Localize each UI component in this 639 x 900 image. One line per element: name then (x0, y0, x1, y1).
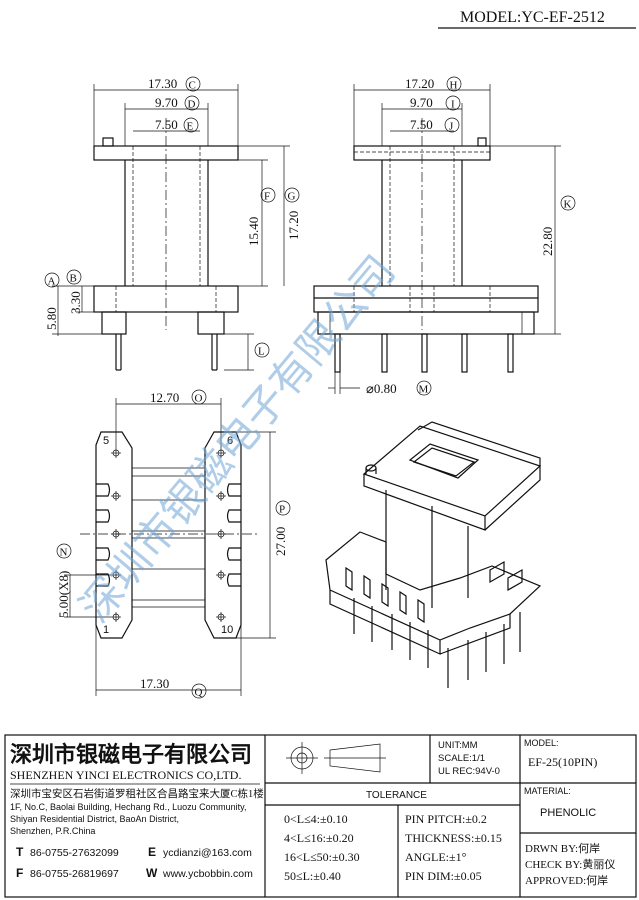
dim-k-value: 22.80 (540, 227, 555, 256)
pin-holes (111, 448, 226, 622)
angle-tolerance: ANGLE:±1° (405, 850, 467, 864)
dim-b-value: 3.30 (68, 291, 83, 314)
pin-dim-tolerance: PIN DIM:±0.05 (405, 869, 482, 883)
scale-label: SCALE:1/1 (438, 753, 485, 764)
unit-label: UNIT:MM (438, 740, 478, 751)
address-en-3: Shenzhen, P.R.China (10, 826, 95, 836)
email-value: ycdianzi@163.com (163, 847, 252, 859)
dim-i-value: 9.70 (410, 95, 433, 110)
pin-number-1: 1 (103, 624, 109, 636)
title-block: 深圳市银磁电子有限公司 SHENZHEN YINCI ELECTRONICS C… (4, 734, 637, 898)
tel-value: 86-0755-27632099 (30, 847, 119, 859)
fax-label: F (16, 866, 23, 880)
dim-i-marker: I (451, 99, 455, 111)
pin-pitch-tolerance: PIN PITCH:±0.2 (405, 812, 487, 826)
company-name-cn: 深圳市银磁电子有限公司 (10, 742, 252, 767)
dim-p-value: 27.00 (273, 527, 288, 556)
dim-e-marker: E (187, 121, 194, 133)
dim-a-marker: A (48, 276, 56, 288)
dim-g-marker: G (288, 191, 296, 203)
dim-q-value: 17.30 (140, 676, 169, 691)
dim-h-marker: H (450, 80, 458, 92)
front-view: 17.30 C 9.70 D 7.50 E 15.40 F 17.20 G (44, 76, 301, 371)
side-pins (334, 333, 514, 373)
pin-number-6: 6 (227, 435, 233, 447)
address-en-1: 1F, No.C, Baolai Building, Hechang Rd., … (10, 802, 246, 812)
tolerance-row-2: 4<L≤16:±0.20 (284, 831, 354, 845)
web-label: W (146, 866, 158, 880)
isometric-view (325, 421, 542, 688)
dim-d-marker: D (188, 99, 196, 111)
web-value: www.ycbobbin.com (162, 868, 253, 880)
dim-e-value: 7.50 (155, 117, 178, 132)
drawn-by: DRWN BY:何岸 (525, 842, 600, 855)
approved-by: APPROVED:何岸 (525, 874, 608, 887)
address-en-2: Shiyan Residential District, BaoAn Distr… (10, 814, 179, 824)
dim-m-value: ⌀0.80 (366, 381, 397, 396)
address-cn: 深圳市宝安区石岩街道罗租社区合昌路宝来大厦C栋1楼 (10, 787, 264, 800)
fax-value: 86-0755-26819697 (30, 868, 119, 880)
dim-c-value: 17.30 (148, 76, 177, 91)
dim-h-value: 17.20 (405, 76, 434, 91)
dim-j-value: 7.50 (410, 117, 433, 132)
dim-a-value: 5.80 (44, 307, 59, 330)
tolerance-title: TOLERANCE (366, 790, 427, 801)
dim-l-marker: L (258, 346, 265, 358)
dim-f-value: 15.40 (246, 217, 261, 246)
ul-rec-label: UL REC:94V-0 (438, 766, 500, 777)
material-value: PHENOLIC (540, 807, 596, 819)
pin-number-10: 10 (221, 624, 233, 636)
dim-q-marker: Q (195, 687, 203, 699)
dim-n-marker: N (60, 547, 68, 559)
dim-k-marker: K (564, 199, 572, 211)
company-name-en: SHENZHEN YINCI ELECTRONICS CO,LTD. (10, 768, 241, 782)
dim-d-value: 9.70 (155, 95, 178, 110)
projection-symbol (286, 742, 386, 774)
dim-p-marker: P (279, 504, 285, 516)
tolerance-row-1: 0<L≤4:±0.10 (284, 812, 348, 826)
dim-m-marker: M (419, 384, 429, 396)
tel-label: T (16, 845, 24, 859)
model-value: EF-25(10PIN) (528, 755, 597, 769)
tolerance-row-4: 50≤L:±0.40 (284, 869, 341, 883)
side-view: 17.20 H 9.70 I 7.50 J 22.80 K ⌀0.80 M (313, 76, 576, 396)
left-slots (96, 483, 111, 587)
dim-o-value: 12.70 (150, 390, 179, 405)
material-label: MATERIAL: (524, 786, 571, 796)
model-header: MODEL:YC-EF-2512 (460, 9, 605, 26)
dim-o-marker: O (195, 393, 203, 405)
model-label: MODEL: (524, 738, 559, 748)
dim-f-marker: F (264, 191, 270, 203)
dim-j-marker: J (449, 121, 454, 133)
dim-n-value: 5.00(X8) (56, 571, 71, 618)
dim-c-marker: C (189, 80, 196, 92)
bottom-view: 5 6 1 10 12.70 O 27.00 P 17.30 Q 5.00(X8… (56, 389, 291, 699)
right-slots (226, 483, 241, 587)
tolerance-row-3: 16<L≤50:±0.30 (284, 850, 360, 864)
dim-b-marker: B (70, 273, 77, 285)
thickness-tolerance: THICKNESS:±0.15 (405, 831, 502, 845)
dim-g-value: 17.20 (286, 211, 301, 240)
check-by: CHECK BY:黄丽仪 (525, 857, 615, 871)
pin-number-5: 5 (103, 435, 109, 447)
email-label: E (148, 845, 156, 859)
